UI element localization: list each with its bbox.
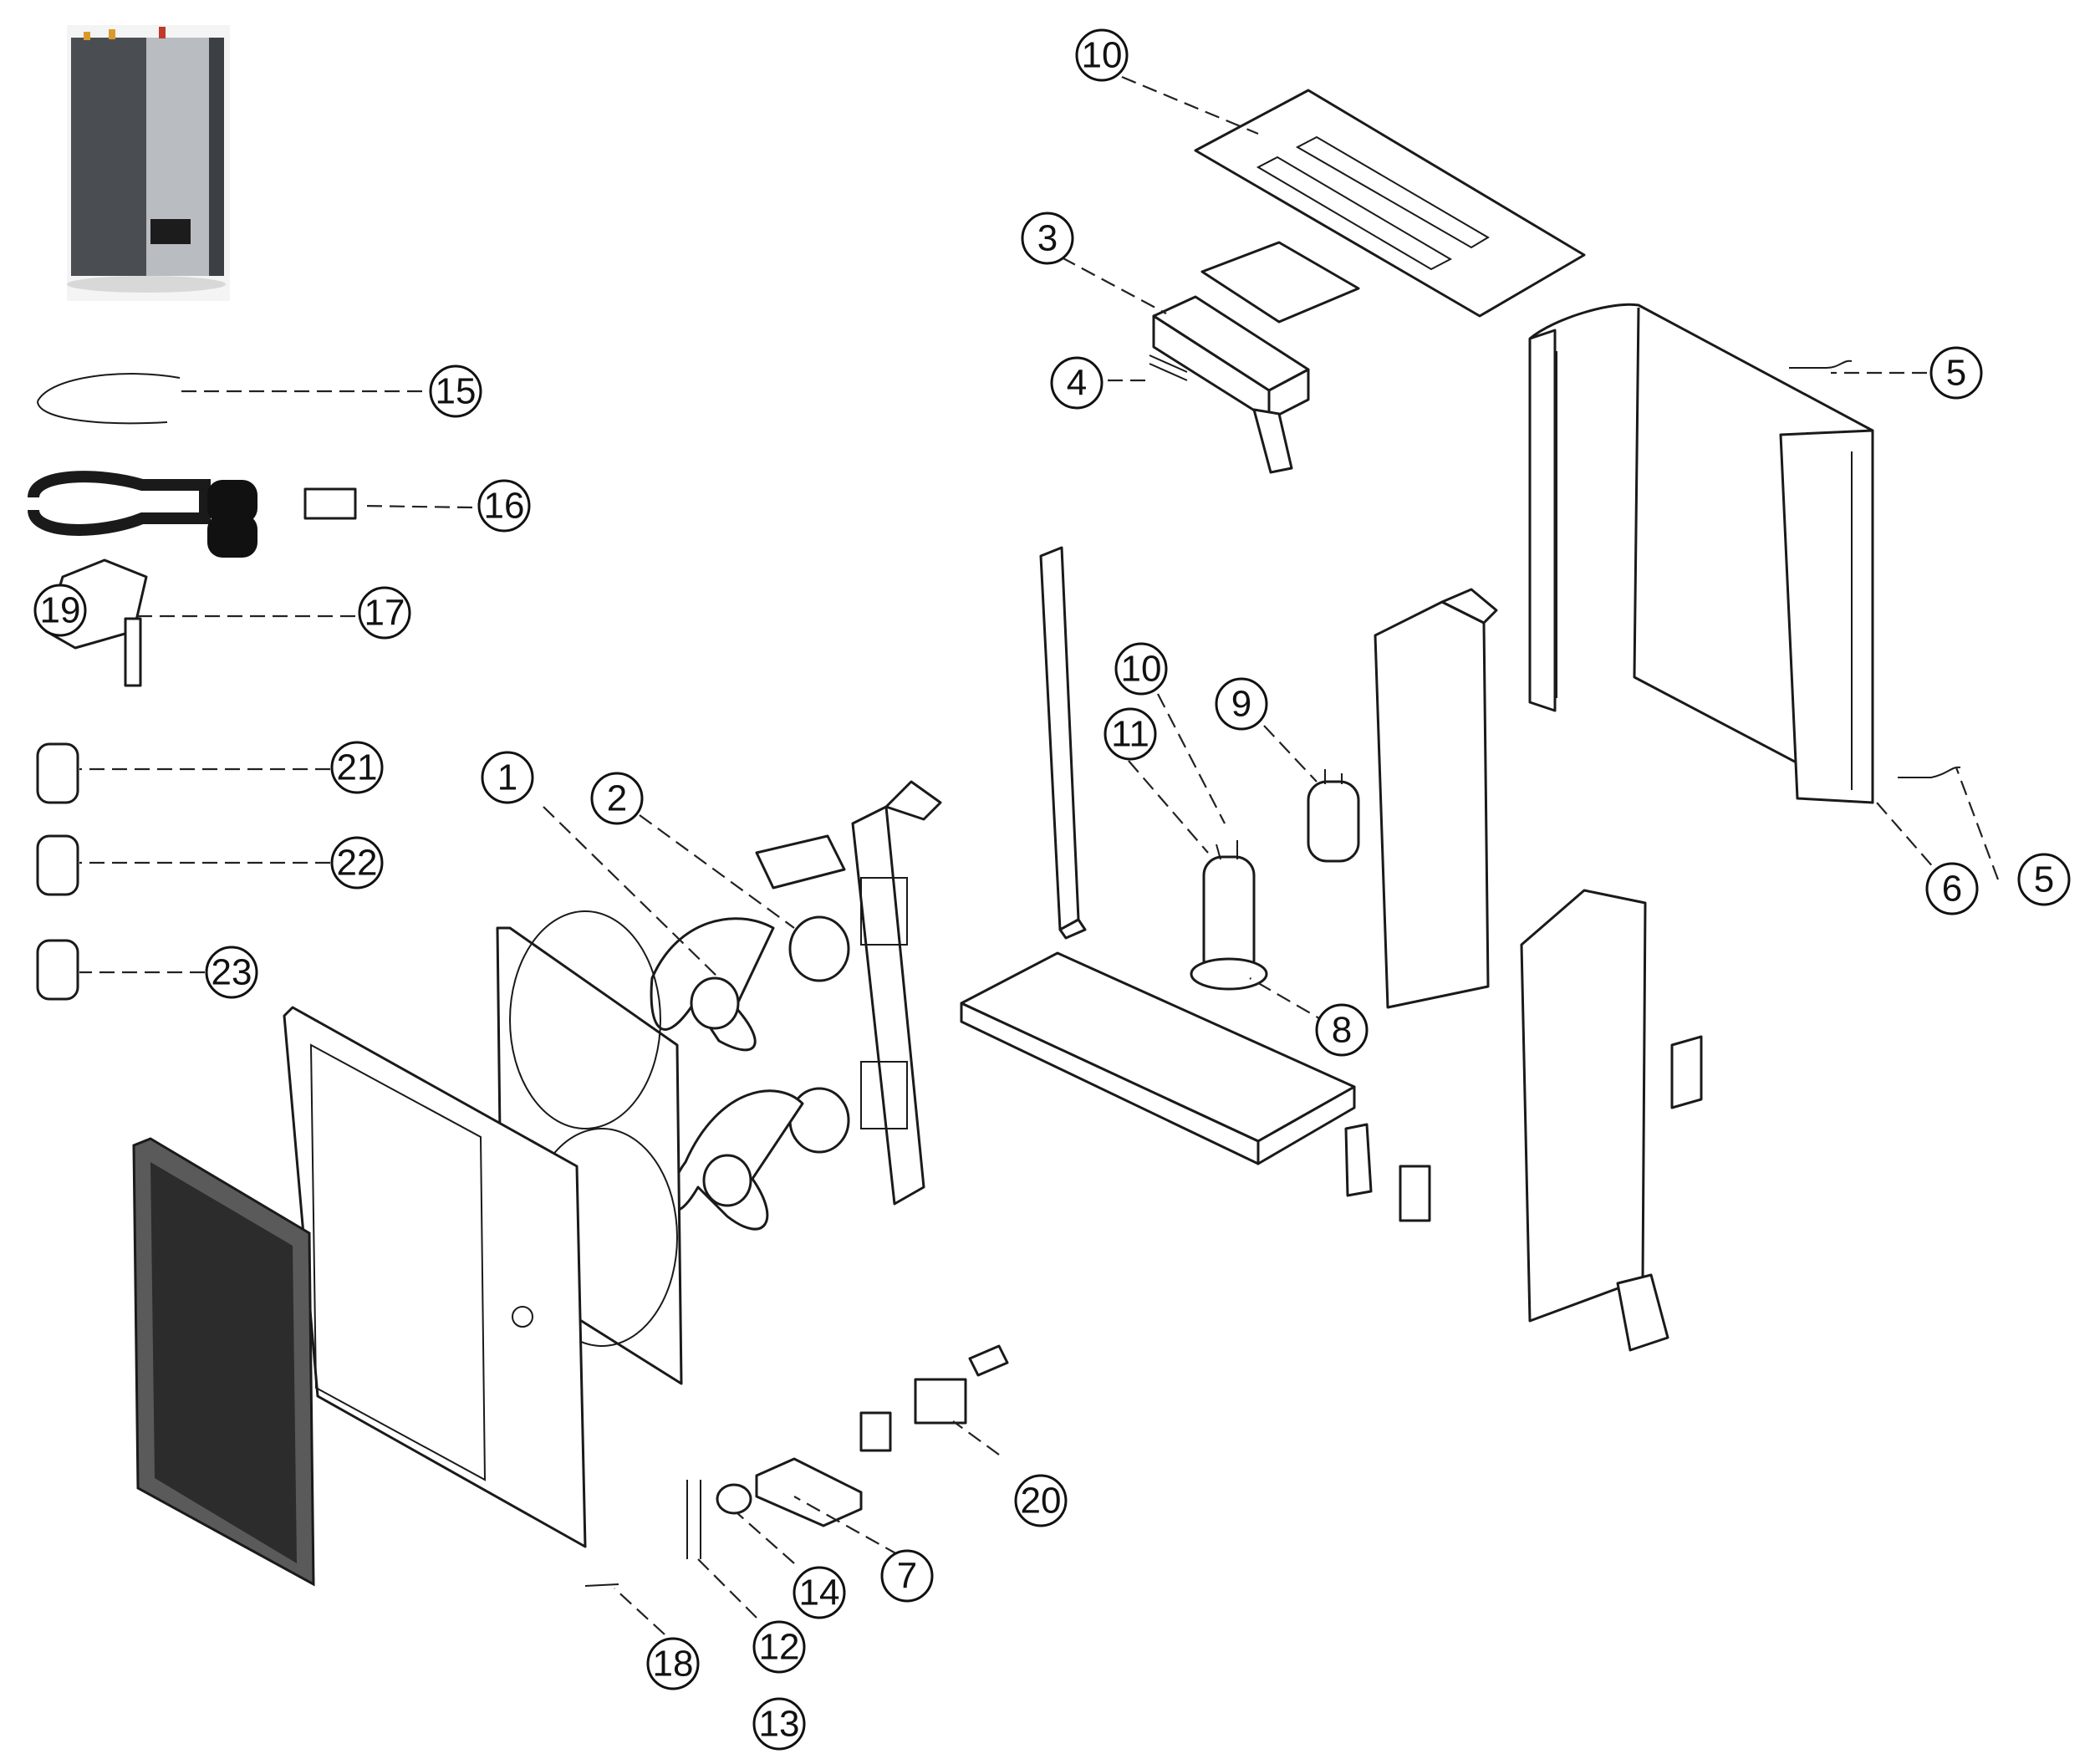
callout-label: 11 — [1111, 714, 1149, 755]
callout-17: 17 — [358, 586, 411, 640]
gas-liquid-separator — [1307, 769, 1360, 863]
callout-label: 2 — [607, 778, 627, 819]
callout-12: 12 — [752, 1620, 806, 1674]
callout-label: 5 — [1946, 353, 1966, 394]
callout-10-compressor: 10 — [1114, 642, 1168, 696]
front-grille — [132, 1137, 315, 1587]
callout-label: 10 — [1082, 35, 1123, 76]
callout-label: 9 — [1231, 684, 1251, 725]
callout-label: 12 — [759, 1627, 800, 1668]
callout-label: 10 — [1121, 649, 1162, 690]
callout-16: 16 — [477, 479, 531, 533]
callout-label: 4 — [1067, 363, 1087, 404]
fan-motors — [788, 915, 850, 1154]
callout-label: 13 — [759, 1704, 800, 1745]
callout-label: 21 — [337, 747, 378, 788]
callout-15: 15 — [429, 365, 482, 418]
callout-7: 7 — [880, 1549, 934, 1603]
callout-20: 20 — [1014, 1474, 1068, 1527]
callout-label: 7 — [897, 1556, 917, 1597]
callout-21: 21 — [330, 741, 384, 794]
bottom-electrical-parts — [584, 1344, 1009, 1587]
callout-2: 2 — [590, 772, 644, 825]
callout-label: 3 — [1037, 218, 1058, 259]
callout-10-top: 10 — [1075, 28, 1129, 82]
callout-label: 20 — [1021, 1481, 1062, 1522]
product-thumbnail — [67, 25, 230, 301]
right-side-panel — [1520, 889, 1703, 1352]
left-parts-column — [28, 373, 357, 1001]
temperature-sensor-probes — [1789, 359, 1961, 778]
callout-1: 1 — [481, 751, 534, 804]
compressor — [1190, 840, 1268, 991]
terminal-blocks — [1344, 1123, 1431, 1222]
callout-9: 9 — [1215, 677, 1268, 731]
callout-14: 14 — [793, 1566, 846, 1619]
callout-5-lower: 5 — [2017, 853, 2071, 906]
callout-label: 16 — [484, 486, 525, 527]
callout-23: 23 — [205, 946, 258, 999]
corner-post — [1039, 546, 1087, 940]
leader-lines — [79, 75, 2000, 1635]
callout-19: 19 — [33, 584, 87, 637]
callout-label: 19 — [40, 590, 81, 631]
callout-4: 4 — [1050, 356, 1104, 410]
evaporator-coil — [1528, 303, 1874, 804]
base-chassis — [960, 951, 1356, 1165]
callout-6: 6 — [1925, 862, 1979, 915]
callout-22: 22 — [330, 836, 384, 890]
callout-label: 15 — [436, 371, 477, 412]
top-cover-plate — [1194, 89, 1586, 318]
callout-label: 23 — [212, 952, 252, 993]
callout-label: 22 — [337, 843, 378, 884]
electrical-box — [1149, 241, 1360, 474]
callout-label: 6 — [1942, 869, 1962, 910]
callout-label: 8 — [1332, 1010, 1352, 1051]
fan-motor-bracket — [755, 780, 942, 1206]
callout-8: 8 — [1315, 1003, 1369, 1057]
callout-5-upper: 5 — [1929, 346, 1983, 400]
callout-3: 3 — [1021, 212, 1074, 265]
callout-label: 14 — [799, 1573, 840, 1614]
callout-18: 18 — [646, 1637, 700, 1690]
callout-label: 18 — [653, 1644, 694, 1685]
callout-label: 17 — [364, 593, 405, 634]
callout-11: 11 — [1104, 707, 1157, 761]
callout-label: 5 — [2034, 859, 2054, 900]
callout-label: 1 — [497, 757, 517, 798]
callout-13: 13 — [752, 1697, 806, 1751]
front-panel-frame — [283, 1006, 587, 1548]
middle-partition-panel — [1374, 588, 1498, 1009]
